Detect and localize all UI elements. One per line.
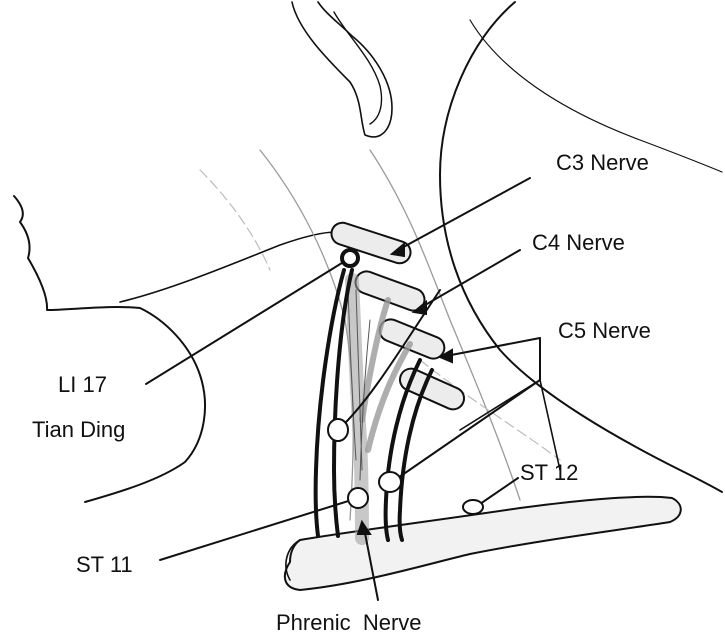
jaw-line	[120, 232, 336, 302]
st12-label: ST 12	[520, 460, 578, 485]
li17-leader-line	[146, 258, 350, 384]
st12-point[interactable]	[463, 500, 483, 514]
vessel-left	[316, 270, 344, 536]
c3-nerve-label: C3 Nerve	[556, 150, 649, 175]
li17-point[interactable]	[342, 250, 358, 266]
c3-leader-line	[398, 178, 530, 250]
st11-point[interactable]	[348, 488, 368, 508]
vertebra-c5	[376, 316, 447, 362]
face-profile-outline	[14, 196, 205, 502]
tian-ding-label: Tian Ding	[32, 417, 125, 442]
vertebra-c4	[352, 268, 427, 313]
neck-shading-line	[200, 170, 270, 270]
c4-point[interactable]	[328, 419, 348, 441]
li17-label: LI 17	[58, 372, 107, 397]
clavicle-bone	[285, 497, 681, 590]
st12-leader-line	[480, 478, 518, 504]
c5-nerve-label: C5 Nerve	[558, 318, 651, 343]
c4-nerve-label: C4 Nerve	[532, 230, 625, 255]
ear-inner-fold	[334, 12, 382, 124]
phrenic-nerve-label: Phrenic Nerve	[276, 610, 422, 635]
c5-point[interactable]	[379, 472, 401, 492]
st11-label: ST 11	[76, 552, 133, 577]
